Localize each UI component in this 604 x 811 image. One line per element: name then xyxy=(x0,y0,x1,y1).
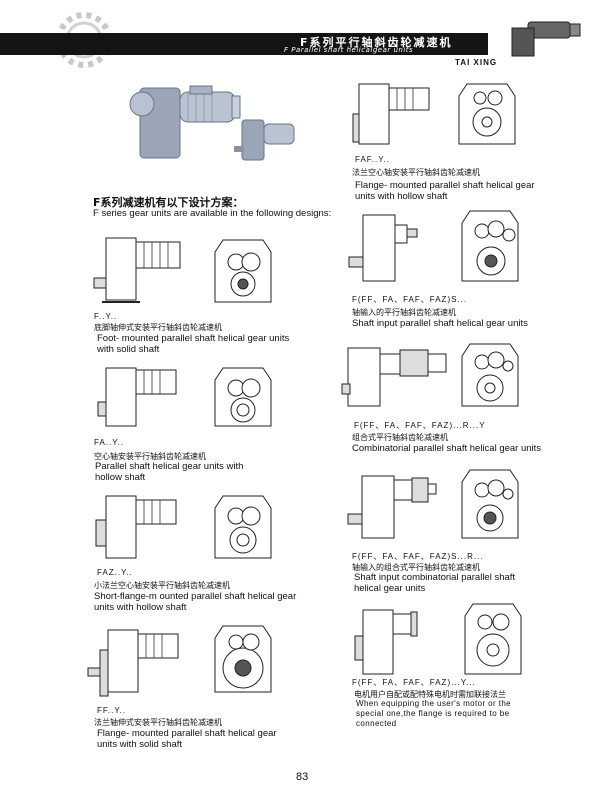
design-code: F(FF、FA、FAF、FAZ)S... xyxy=(352,295,468,304)
design-en: Foot- mounted parallel shaft helical gea… xyxy=(97,333,290,355)
design-en: Shaft input parallel shaft helical gear … xyxy=(352,318,528,329)
design-en: Parallel shaft helical gear units with h… xyxy=(95,461,244,483)
product-photo xyxy=(129,85,295,161)
design-en: Flange- mounted parallel shaft helical g… xyxy=(97,728,277,750)
design-cn: 法兰轴伸式安装平行轴斜齿轮减速机 xyxy=(94,718,222,727)
design-code: FA..Y.. xyxy=(94,438,124,447)
design-cn: 轴输入的组合式平行轴斜齿轮减速机 xyxy=(352,563,480,572)
design-en: Combinatorial parallel shaft helical gea… xyxy=(352,443,542,454)
design-code: FAZ..Y.. xyxy=(97,568,133,577)
design-en: Short-flange-m ounted parallel shaft hel… xyxy=(94,591,297,613)
design-cn: 轴输入的平行轴斜齿轮减速机 xyxy=(352,308,456,317)
page-number: 83 xyxy=(296,771,309,783)
drawing-s-r xyxy=(347,469,519,539)
design-cn: 空心轴安装平行轴斜齿轮减速机 xyxy=(94,452,206,461)
drawing-faz-y xyxy=(95,495,272,559)
design-cn: 法兰空心轴安装平行轴斜齿轮减速机 xyxy=(352,168,480,177)
design-code: F(FF、FA、FAF、FAZ)...R...Y xyxy=(354,421,486,430)
design-code: F..Y.. xyxy=(94,312,118,321)
design-code: FAF..Y.. xyxy=(355,155,390,164)
drawing-fa-y xyxy=(97,367,272,427)
drawing-faf-y xyxy=(352,83,516,145)
design-cn: 组合式平行轴斜齿轮减速机 xyxy=(352,433,448,442)
intro-cn: F系列减速机有以下设计方案： xyxy=(93,196,244,209)
logo-gear-unit-icon xyxy=(511,21,581,57)
design-code: F(FF、FA、FAF、FAZ)...Y... xyxy=(352,678,476,687)
header-title-en: F Parallel shaft helicalgear units xyxy=(284,46,414,54)
drawing-ff-y xyxy=(87,625,272,697)
brand-name: TAI XING xyxy=(455,58,498,67)
intro-en: F series gear units are available in the… xyxy=(93,208,332,219)
design-cn: 小法兰空心轴安装平行轴斜齿轮减速机 xyxy=(94,581,230,590)
header-title-cn: F系列平行轴斜齿轮减速机 xyxy=(300,36,453,49)
design-en: Flange- mounted parallel shaft helical g… xyxy=(355,180,535,202)
design-cn: 电机用户自配或配特殊电机时需加联接法兰 xyxy=(354,690,506,699)
header-bar xyxy=(0,33,488,55)
drawing-f-s xyxy=(348,210,519,282)
design-code: F(FF、FA、FAF、FAZ)S...R... xyxy=(352,552,484,561)
design-cn: 底脚轴伸式安装平行轴斜齿轮减速机 xyxy=(94,323,222,332)
design-en: When equipping the user's motor or the s… xyxy=(356,699,512,728)
design-code: FF..Y.. xyxy=(97,706,127,715)
drawing-f-y xyxy=(93,237,272,303)
drawing-motor-flange xyxy=(354,603,522,675)
drawing-r-y xyxy=(341,343,519,407)
design-en: Shaft input combinatorial parallel shaft… xyxy=(354,572,516,594)
